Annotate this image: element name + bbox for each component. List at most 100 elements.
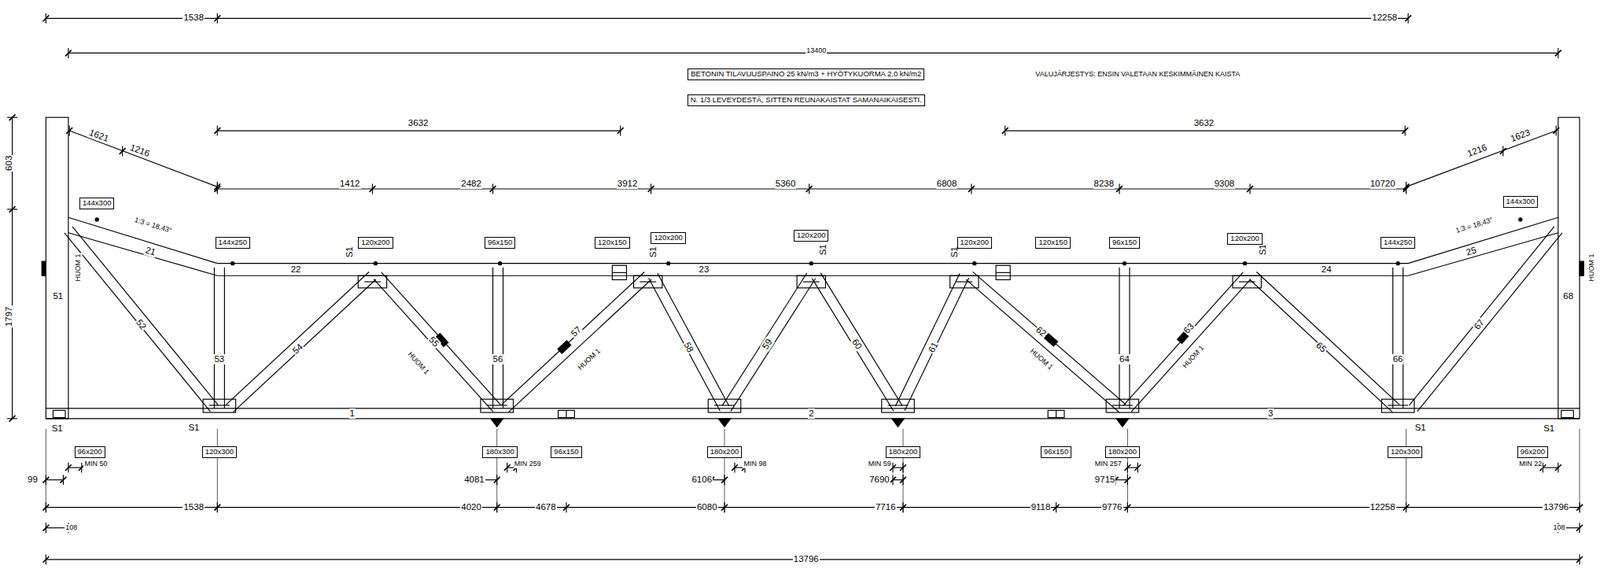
nail-plate	[1387, 404, 1409, 406]
section-box: 120x200	[650, 232, 686, 244]
dimension-label: MIN 257	[1094, 460, 1123, 469]
section-size: 120x200	[960, 238, 989, 248]
extension-line	[1127, 428, 1129, 513]
section-size: 180x200	[710, 447, 739, 457]
truss-member	[225, 271, 369, 405]
truss-member	[820, 272, 903, 406]
splice-symbol	[995, 265, 1011, 280]
dimension-label: 10720	[1369, 178, 1397, 189]
nail-plate	[480, 398, 514, 413]
vertical-member	[502, 267, 504, 409]
nail-plate	[955, 280, 973, 282]
section-size: 96x200	[1520, 447, 1545, 457]
truss-member	[973, 271, 1127, 405]
dimension-label: 51	[51, 291, 64, 302]
dimension-tick	[650, 183, 652, 194]
dimension-tick	[372, 183, 373, 194]
marker-symbol	[1044, 333, 1059, 347]
dimension-label: 7690	[868, 474, 891, 485]
dimension-label: MIN 98	[742, 460, 767, 469]
section-box: 96x150	[550, 446, 582, 458]
dimension-label: 24	[1320, 264, 1333, 275]
dimension-label: 3912	[616, 178, 639, 189]
dimension-label: 3632	[1193, 117, 1216, 129]
dimension-tick	[1004, 125, 1006, 137]
section-box: 120x200	[957, 236, 992, 249]
dimension-label: S1	[187, 422, 200, 433]
dimension-tick	[81, 462, 82, 473]
dimension-tick	[1249, 183, 1250, 194]
dimension-line	[892, 479, 904, 480]
dimension-label: 57	[568, 324, 584, 340]
dimension-tick	[67, 462, 69, 473]
section-size: 120x300	[205, 447, 234, 457]
nail-plate	[486, 404, 508, 406]
section-size: 120x200	[361, 238, 390, 248]
dimension-tick	[45, 522, 47, 533]
extension-line	[45, 428, 47, 513]
dimension-tick	[217, 125, 218, 137]
dimension-label: 22	[290, 264, 303, 275]
support-symbol	[1116, 418, 1129, 427]
dimension-line	[711, 479, 725, 480]
dimension-label: MIN 259	[513, 460, 542, 469]
nail-plate	[796, 275, 826, 288]
truss-member	[1409, 226, 1555, 406]
dimension-label: 12258	[1369, 501, 1397, 513]
dimension-label: 2	[807, 408, 815, 419]
nail-plate	[714, 404, 735, 406]
truss-member	[64, 232, 211, 412]
post-member	[45, 117, 69, 419]
dimension-tick	[970, 183, 972, 194]
node-dot	[1122, 261, 1126, 266]
truss-member	[1131, 279, 1251, 413]
dimension-label: MIN 50	[83, 460, 108, 469]
section-size: 144x300	[82, 199, 111, 208]
truss-member	[72, 226, 218, 406]
dimension-tick	[1502, 146, 1504, 157]
section-size: 180x300	[485, 447, 514, 457]
dimension-label: S1	[1414, 422, 1427, 433]
nail-plate	[881, 398, 915, 413]
dimension-line	[1115, 479, 1129, 480]
vertical-member	[1128, 267, 1130, 409]
section-box: 120x200	[1227, 232, 1262, 245]
dimension-label: 4678	[534, 501, 557, 513]
node-dot	[498, 261, 502, 266]
section-box: 96x200	[74, 446, 106, 458]
section-box: 180x200	[707, 446, 742, 458]
section-size: 144x250	[218, 238, 248, 248]
dimension-tick	[1578, 553, 1580, 565]
dimension-label: 1216	[127, 142, 152, 159]
dimension-line	[68, 467, 82, 469]
support-symbol	[1561, 409, 1575, 417]
section-box: 120x200	[357, 236, 393, 249]
dimension-label: 68	[1562, 291, 1575, 302]
splice-symbol	[995, 272, 1011, 273]
section-box: 180x200	[885, 446, 921, 458]
dimension-label: HUOM 1	[576, 346, 604, 372]
dimension-tick	[67, 47, 69, 59]
dimension-label: 9776	[1101, 501, 1124, 513]
section-size: 120x300	[1390, 447, 1420, 457]
dimension-tick	[1405, 181, 1407, 192]
vertical-member	[1392, 267, 1394, 409]
marker-symbol	[41, 261, 46, 276]
truss-member	[1249, 279, 1394, 413]
section-size: 120x200	[796, 231, 826, 240]
dimension-label: S1	[817, 243, 828, 257]
dimension-tick	[1137, 462, 1139, 473]
dimension-label: 108	[64, 523, 78, 532]
dimension-label: 59	[759, 335, 775, 351]
support-symbol	[718, 418, 731, 427]
truss-member	[373, 279, 494, 413]
dimension-line	[1005, 129, 1406, 131]
dimension-tick	[69, 125, 71, 137]
dimension-label: 3632	[407, 117, 430, 129]
truss-member	[722, 272, 808, 406]
dimension-label: 9118	[1030, 501, 1052, 513]
section-size: 144x250	[1383, 238, 1412, 248]
dimension-label: 1538	[182, 501, 205, 513]
